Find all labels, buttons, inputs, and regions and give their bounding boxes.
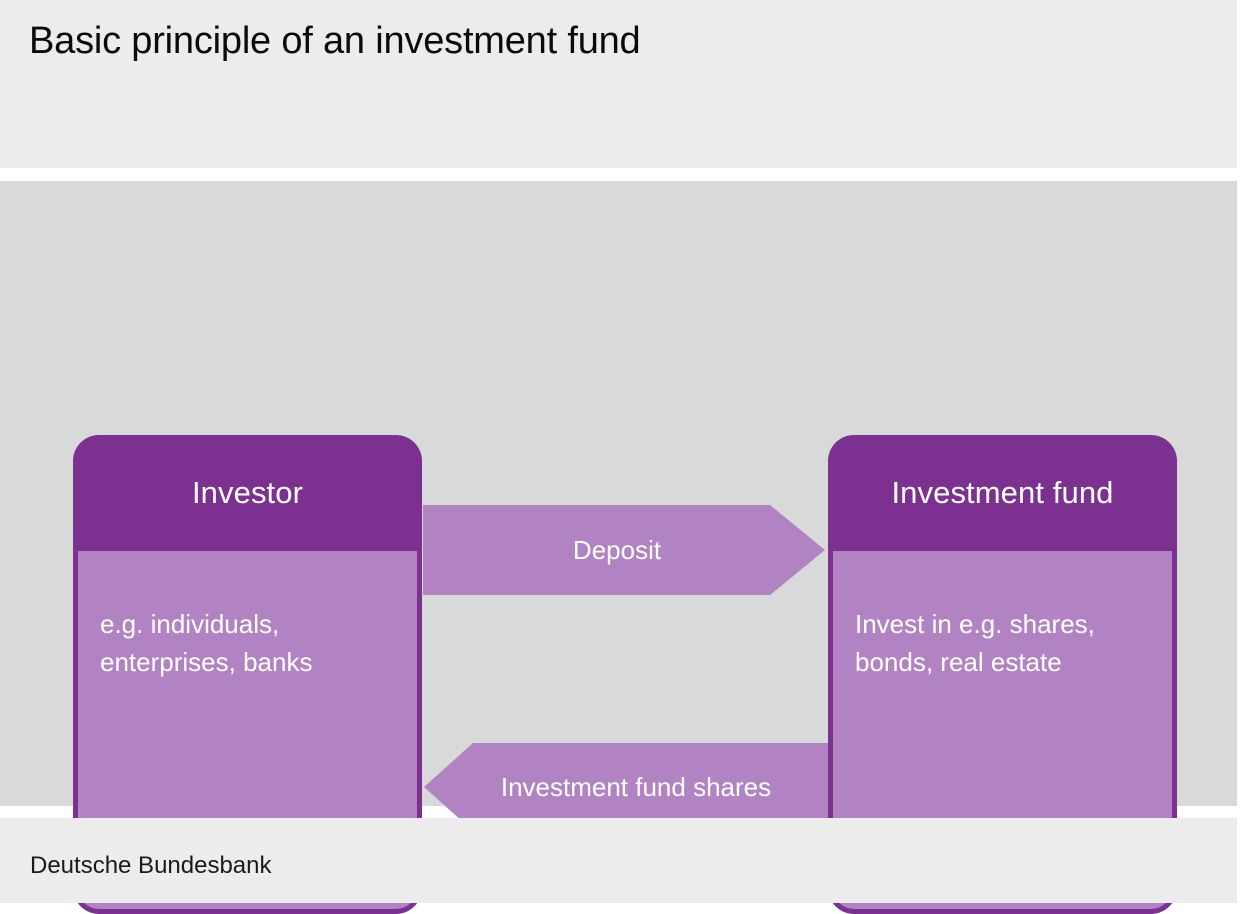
arrow-left-icon (424, 743, 828, 831)
diagram-canvas: Investor e.g. individuals, enterprises, … (0, 181, 1237, 914)
arrow-deposit: Deposit (423, 505, 825, 595)
arrow-right-icon (423, 505, 825, 595)
source-label: Deutsche Bundesbank (30, 852, 272, 879)
footer-band (0, 818, 1237, 903)
header-band (0, 0, 1237, 168)
node-investor-title: Investor (191, 475, 304, 510)
node-investment-fund-title: Investment fund (891, 475, 1114, 510)
node-investment-fund-description: Invest in e.g. shares, bonds, real estat… (855, 609, 1095, 677)
page-title: Basic principle of an investment fund (29, 20, 641, 62)
node-investor-description: e.g. individuals, enterprises, banks (100, 609, 313, 677)
